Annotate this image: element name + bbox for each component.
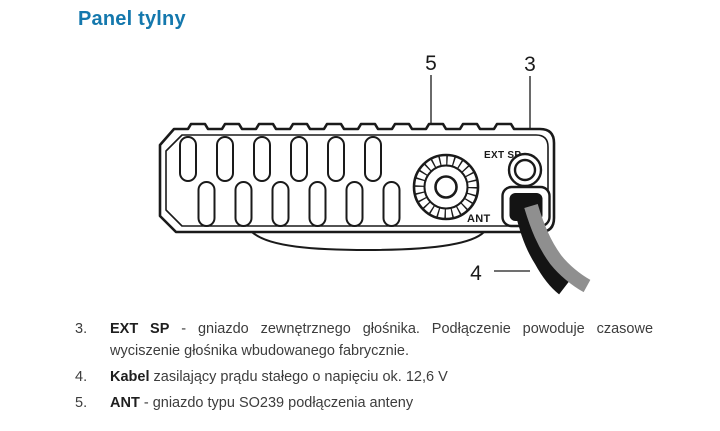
legend-item-separator: - (169, 321, 198, 337)
power-cable-black-strand (513, 201, 570, 295)
callout-5-number: 5 (425, 52, 437, 75)
fin-slot (197, 181, 216, 227)
callout-4: 4 (470, 262, 530, 285)
fin-slot (382, 181, 401, 227)
heatsink-fins (179, 136, 401, 227)
legend-item-separator: - (139, 395, 153, 411)
callout-4-number: 4 (470, 262, 482, 285)
fin-slot (271, 181, 290, 227)
device-base (251, 231, 485, 252)
legend-item-number: 5. (75, 395, 88, 411)
fin-slot (290, 136, 308, 182)
fin-slot (179, 136, 197, 182)
power-cable-gray-strand (524, 203, 591, 293)
legend-item-number: 4. (75, 369, 88, 385)
legend-item-term: Kabel (110, 369, 150, 385)
legend-list: 3. EXT SP - gniazdo zewnętrznego głośnik… (75, 318, 653, 418)
legend-item-number: 3. (75, 321, 88, 337)
ant-knurl-ticks (415, 156, 477, 218)
fin-slot (234, 181, 253, 227)
ant-center-pin (434, 175, 458, 199)
fin-slot (308, 181, 327, 227)
ext-sp-inner-ring (513, 158, 537, 182)
fin-slot (345, 181, 364, 227)
legend-item-description: gniazdo zewnętrznego głośnika. Podłączen… (110, 321, 654, 359)
ext-sp-jack: EXT SP (484, 150, 543, 188)
fin-slot (253, 136, 271, 182)
page-title: Panel tylny (78, 8, 186, 30)
ant-label: ANT (467, 213, 491, 225)
fin-slot (364, 136, 382, 182)
legend-item-description: gniazdo typu SO239 podłączenia anteny (152, 395, 414, 411)
legend-item-text: Kabel zasilający prądu stałego o napięci… (110, 366, 653, 388)
legend-item-4: 4. Kabel zasilający prądu stałego o napi… (75, 366, 653, 388)
legend-item-term: EXT SP (110, 321, 170, 337)
rear-panel-diagram: 5 3 (158, 52, 591, 295)
callout-3-number: 3 (524, 53, 536, 76)
power-cable (513, 201, 591, 295)
legend-item-3: 3. EXT SP - gniazdo zewnętrznego głośnik… (75, 318, 653, 362)
legend-item-term: ANT (110, 395, 140, 411)
legend-item-5: 5. ANT - gniazdo typu SO239 podłączenia … (75, 392, 653, 414)
fin-slot (327, 136, 345, 182)
legend-item-description: zasilający prądu stałego o napięciu ok. … (153, 369, 448, 385)
ant-connector: ANT (412, 153, 491, 225)
ext-sp-label: EXT SP (484, 150, 521, 161)
legend-item-text: EXT SP - gniazdo zewnętrznego głośnika. … (110, 318, 653, 362)
legend-item-text: ANT - gniazdo typu SO239 podłączenia ant… (110, 392, 653, 414)
fin-slot (216, 136, 234, 182)
